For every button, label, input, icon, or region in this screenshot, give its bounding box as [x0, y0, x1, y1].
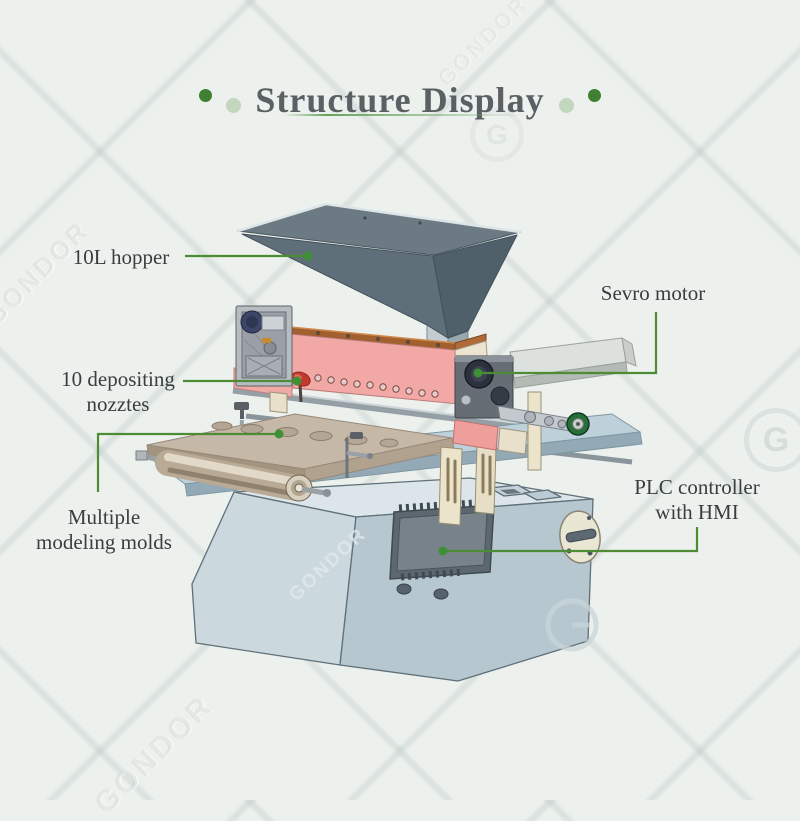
support-brackets-graphic: [438, 443, 497, 526]
accent-dot-light: [558, 97, 574, 113]
label-molds: Multiple modeling molds: [36, 505, 172, 555]
accent-dot-dark: [587, 88, 601, 102]
label-hopper: 10L hopper: [72, 245, 170, 269]
page-title: Structure Display: [255, 80, 545, 120]
leader-dot-plc: [438, 546, 448, 556]
title-underline: [283, 114, 523, 116]
label-servo-motor: Sevro motor: [600, 281, 706, 305]
leader-dot-nozzles: [292, 376, 302, 386]
leader-lines: [96, 254, 699, 553]
leader-dots: [274, 251, 483, 556]
head-bolts: [316, 331, 440, 347]
servo-motor-graphic: [452, 355, 542, 471]
leader-line-plc: [447, 527, 699, 553]
machine-diagram: GONDOR: [96, 202, 699, 682]
leader-dot-molds: [274, 429, 284, 439]
base-cabinet-graphic: [191, 477, 594, 682]
mold-holes: [211, 421, 399, 448]
g-logo-watermark: G: [470, 108, 524, 162]
hopper-graphic: [237, 202, 521, 355]
accent-dot-dark: [199, 88, 213, 102]
leader-dot-hopper: [303, 251, 313, 261]
label-nozzles: 10 depositing nozztes: [61, 367, 175, 417]
roller-graphic: [135, 450, 331, 502]
adjuster-arm-graphic: [497, 405, 590, 436]
leader-line-servo: [482, 312, 658, 375]
g-logo-watermark: G: [744, 408, 800, 472]
g-logo-letter: G: [762, 420, 790, 459]
gearbox-graphic: [233, 305, 293, 414]
slide-rail-graphic: [509, 337, 637, 389]
accent-dot-light: [226, 97, 242, 113]
conveyor-clamps-graphic: [234, 402, 373, 478]
label-plc: PLC controller with HMI: [634, 475, 760, 525]
leader-dot-servo: [473, 368, 483, 378]
g-logo-letter: G: [486, 119, 508, 150]
leader-line-molds: [96, 432, 277, 492]
nozzle-holes-graphic: [314, 374, 439, 398]
title-bar: Structure Display: [0, 70, 800, 130]
hmi-panel-graphic: [389, 498, 495, 600]
